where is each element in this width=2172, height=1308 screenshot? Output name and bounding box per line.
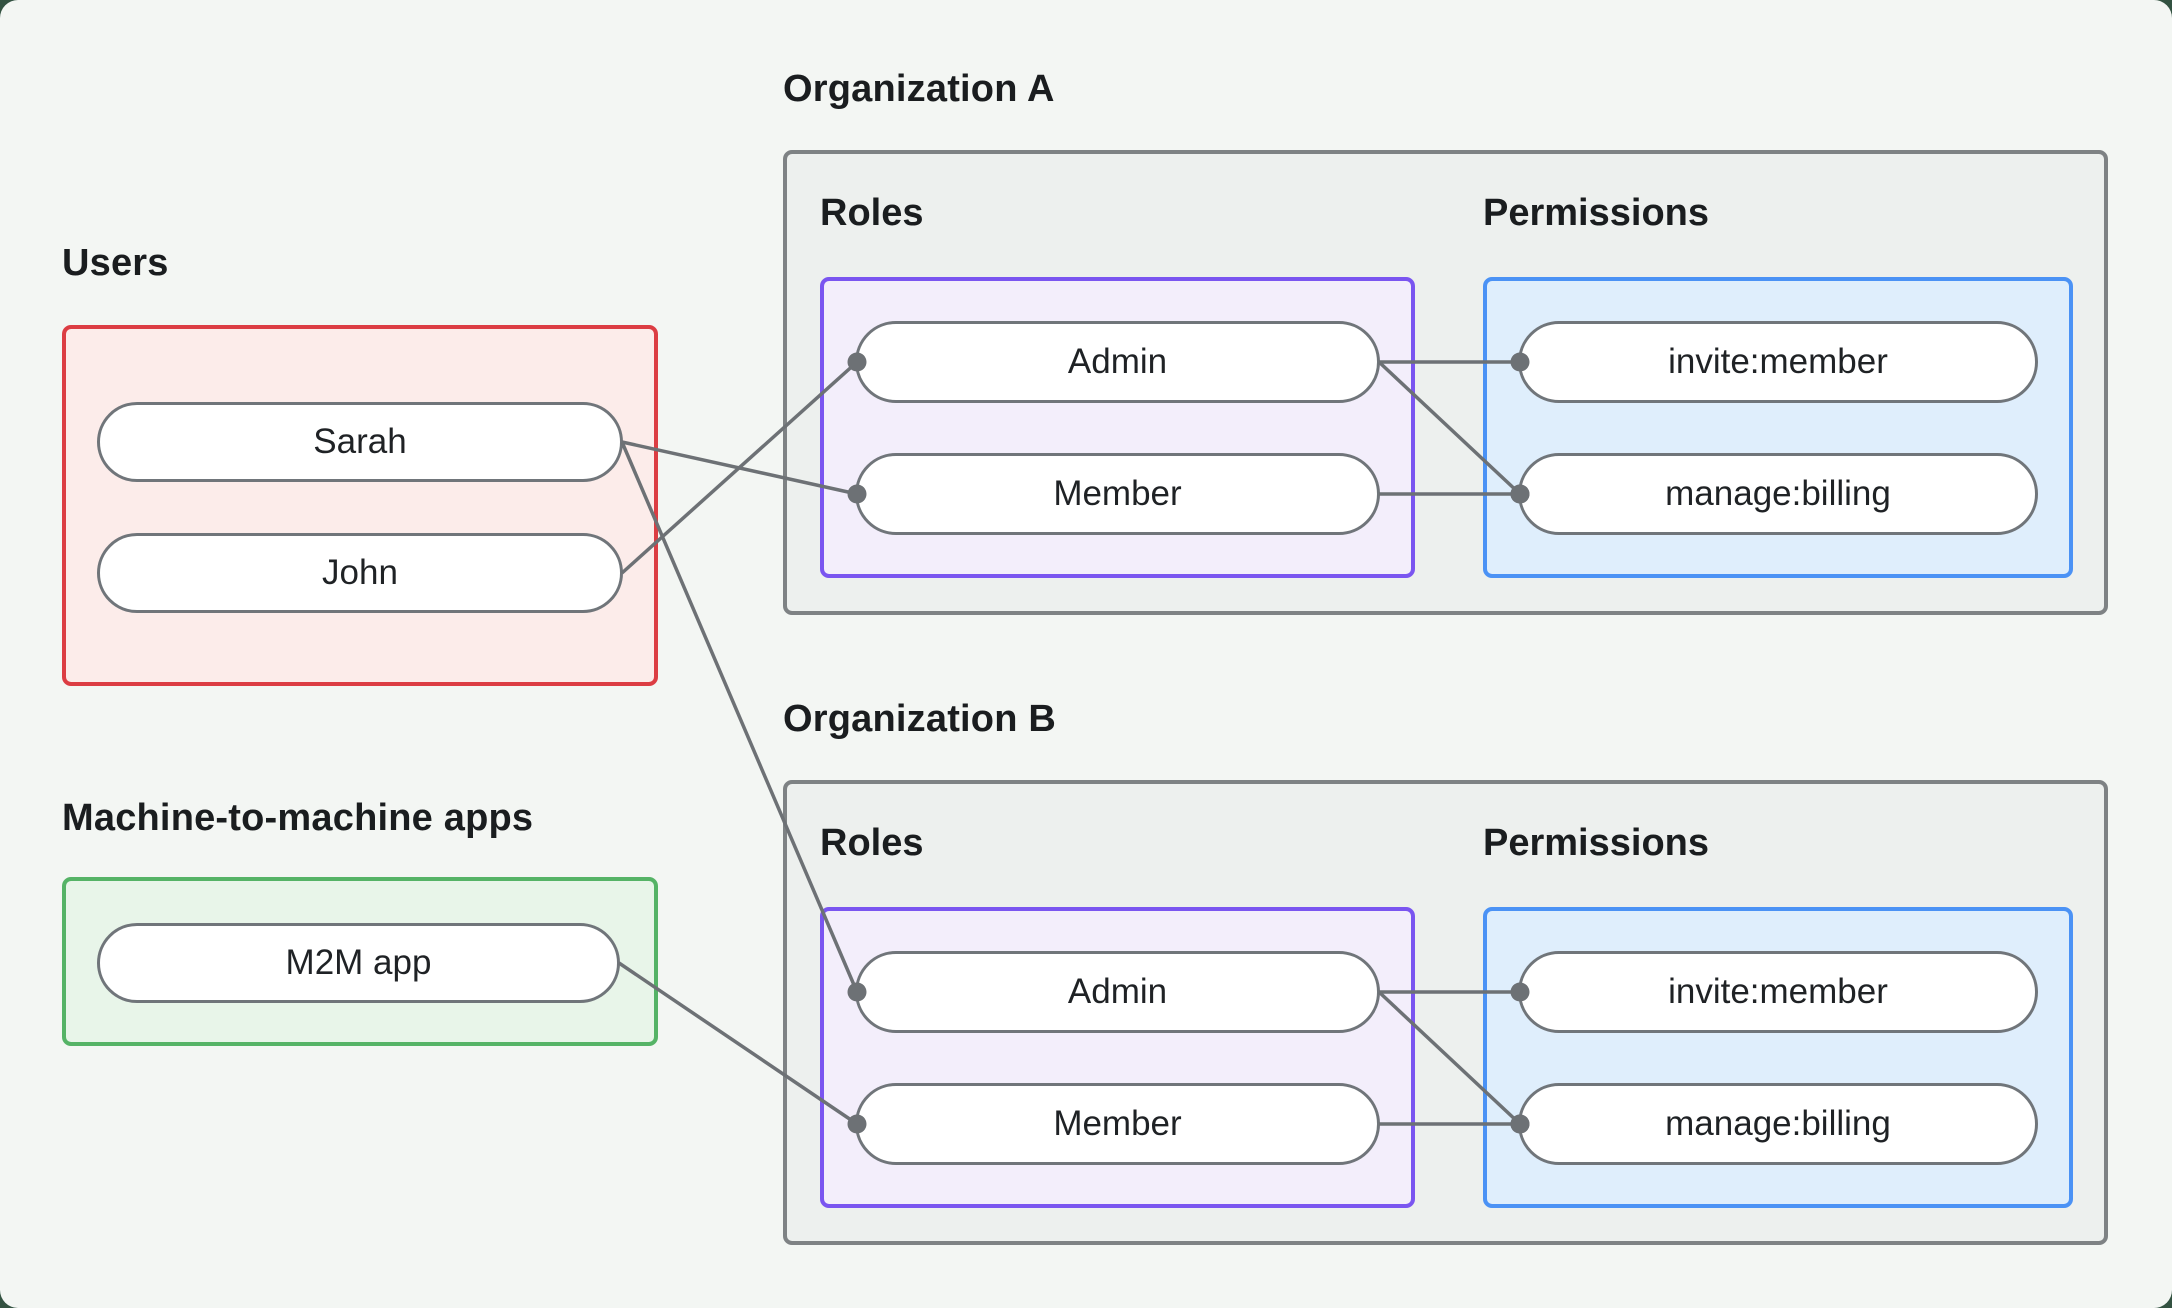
- orgB-roles-label: Roles: [820, 822, 924, 864]
- node-user-sarah-label: Sarah: [313, 422, 407, 461]
- orgB-perm-manage-label: manage:billing: [1665, 1104, 1891, 1143]
- orgB-node-role-admin: Admin: [855, 951, 1380, 1033]
- orgB-node-perm-manage-billing: manage:billing: [1518, 1083, 2038, 1165]
- orgB-role-admin-label: Admin: [1067, 972, 1168, 1011]
- orgA-node-role-admin: Admin: [855, 321, 1380, 403]
- orgA-node-role-member: Member: [855, 453, 1380, 535]
- users-section-title: Users: [62, 242, 169, 284]
- orgB-node-perm-invite-member: invite:member: [1518, 951, 2038, 1033]
- orgA-perm-invite-label: invite:member: [1668, 342, 1888, 381]
- orgA-node-perm-invite-member: invite:member: [1518, 321, 2038, 403]
- orgA-roles-label: Roles: [820, 192, 924, 234]
- orgB-title: Organization B: [783, 698, 1057, 740]
- orgB-permissions-label: Permissions: [1483, 822, 1709, 864]
- node-user-john-label: John: [322, 553, 398, 592]
- orgA-permissions-label: Permissions: [1483, 192, 1709, 234]
- users-group-box: [62, 325, 658, 686]
- orgA-role-member-label: Member: [1053, 474, 1182, 513]
- node-m2m-app-label: M2M app: [285, 943, 432, 982]
- node-user-sarah: Sarah: [97, 402, 623, 482]
- orgA-title: Organization A: [783, 68, 1055, 110]
- orgA-perm-manage-label: manage:billing: [1665, 474, 1891, 513]
- orgB-role-member-label: Member: [1053, 1104, 1182, 1143]
- orgB-perm-invite-label: invite:member: [1668, 972, 1888, 1011]
- node-m2m-app: M2M app: [97, 923, 620, 1003]
- m2m-section-title: Machine-to-machine apps: [62, 797, 534, 839]
- orgA-role-admin-label: Admin: [1067, 342, 1168, 381]
- node-user-john: John: [97, 533, 623, 613]
- orgA-node-perm-manage-billing: manage:billing: [1518, 453, 2038, 535]
- orgB-node-role-member: Member: [855, 1083, 1380, 1165]
